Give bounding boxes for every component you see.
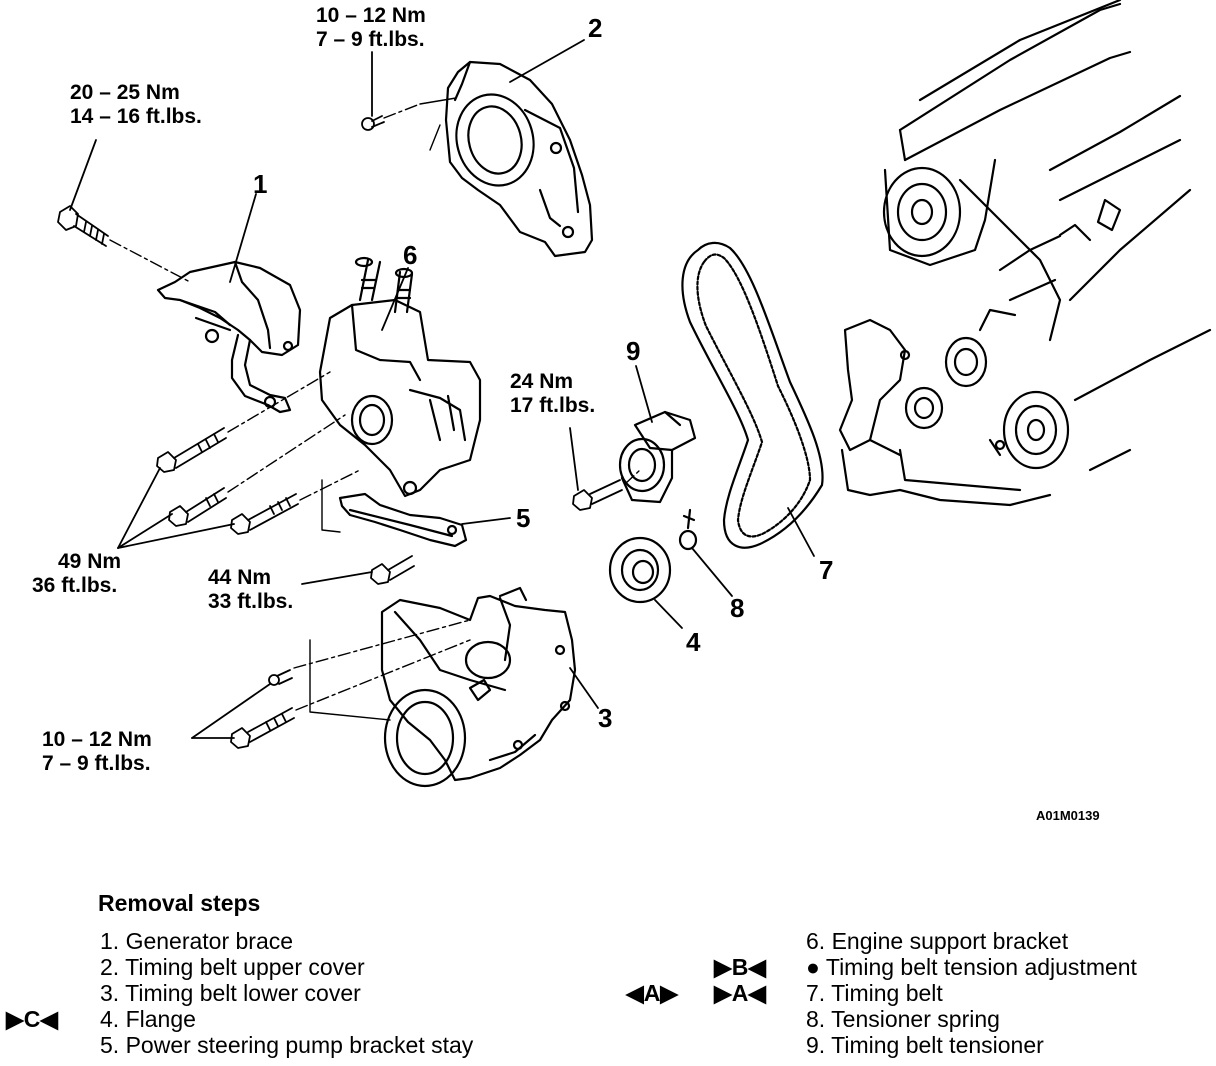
torque-upper-cover-ft: 7 – 9 ft.lbs.: [316, 28, 425, 51]
timing-belt: [681, 241, 824, 549]
step-tension-adjustment: ● Timing belt tension adjustment: [806, 954, 1137, 980]
bolt-49nm-a: [156, 427, 227, 473]
torque-lower-cover-ft: 7 – 9 ft.lbs.: [42, 752, 151, 775]
callout-7: 7: [819, 555, 834, 585]
step-5: 5. Power steering pump bracket stay: [100, 1032, 474, 1058]
power-steering-pump-bracket-stay: [338, 492, 468, 548]
torque-bracket-bolts-nm: 49 Nm: [58, 550, 122, 573]
torque-bracket-bolts-ft: 36 ft.lbs.: [32, 574, 118, 597]
torque-tensioner-nm: 24 Nm: [510, 370, 574, 393]
bolt-lower-cover-a: [268, 669, 293, 686]
torque-lower-cover-nm: 10 – 12 Nm: [42, 728, 152, 751]
callout-8: 8: [730, 593, 745, 623]
frame-lines: [309, 97, 457, 721]
torque-stay-bolt-ft: 33 ft.lbs.: [208, 590, 294, 613]
figure-code: A01M0139: [1036, 808, 1100, 823]
torque-generator-brace-ft: 14 – 16 ft.lbs.: [70, 105, 202, 128]
tensioner-spring: [678, 508, 698, 551]
callout-3: 3: [598, 703, 613, 733]
engine-block: [838, 0, 1212, 507]
torque-generator-brace-nm: 20 – 25 Nm: [70, 81, 180, 104]
timing-belt-tensioner: [618, 410, 697, 504]
torque-stay-bolt-nm: 44 Nm: [208, 566, 272, 589]
generator-brace: [156, 260, 302, 414]
step-1: 1. Generator brace: [100, 928, 294, 954]
callout-5: 5: [516, 503, 531, 533]
callout-leaders: [69, 39, 815, 739]
engine-support-bracket: [318, 256, 482, 498]
step-3: 3. Timing belt lower cover: [100, 980, 361, 1006]
bolts: [57, 115, 623, 749]
removal-steps-title: Removal steps: [98, 890, 261, 916]
callout-1: 1: [253, 169, 268, 199]
marker-c: ▶C◀: [6, 1006, 58, 1032]
bolt-44nm: [370, 555, 415, 585]
bolt-49nm-c: [230, 493, 299, 535]
exploded-timing-belt-diagram: [57, 0, 1212, 788]
torque-tensioner-ft: 17 ft.lbs.: [510, 394, 596, 417]
marker-b: ▶B◀: [714, 954, 766, 980]
step-7: 7. Timing belt: [806, 980, 943, 1006]
torque-upper-cover-nm: 10 – 12 Nm: [316, 4, 426, 27]
callout-9: 9: [626, 336, 641, 366]
step-6: 6. Engine support bracket: [806, 928, 1069, 954]
marker-a-removal: ▶A◀: [714, 980, 766, 1006]
bolt-generator-brace: [57, 205, 109, 247]
bolt-49nm-b: [168, 487, 227, 527]
callout-6: 6: [403, 240, 418, 270]
bolt-24nm: [572, 479, 623, 511]
step-2: 2. Timing belt upper cover: [100, 954, 365, 980]
step-9: 9. Timing belt tensioner: [806, 1032, 1044, 1058]
timing-belt-upper-cover: [444, 60, 594, 258]
callout-2: 2: [588, 13, 603, 43]
assembly-lines: [109, 103, 641, 711]
step-8: 8. Tensioner spring: [806, 1006, 1000, 1032]
callout-4: 4: [686, 627, 701, 657]
timing-belt-lower-cover: [380, 586, 577, 788]
bolt-upper-cover: [361, 115, 385, 131]
bolt-lower-cover-b: [230, 707, 295, 749]
step-4: 4. Flange: [100, 1006, 196, 1032]
marker-a-install: ◀A▶: [626, 980, 678, 1006]
flange: [608, 536, 672, 604]
